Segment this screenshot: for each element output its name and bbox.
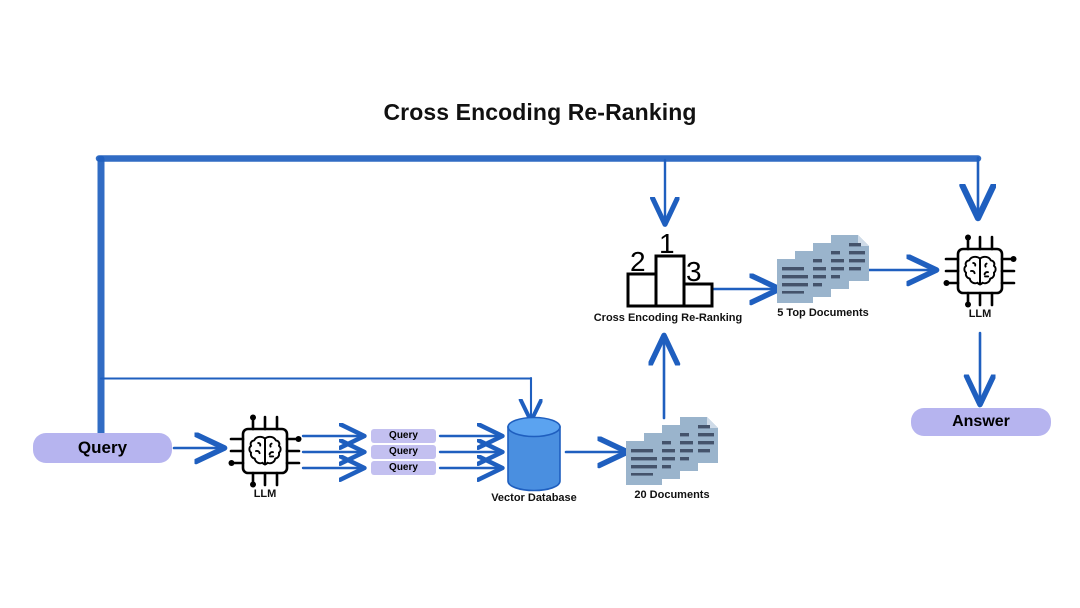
page-title: Cross Encoding Re-Ranking: [383, 99, 697, 125]
feedback-loop-db: [99, 376, 531, 419]
query-tag-label: Query: [389, 430, 418, 441]
rank-label-3: 3: [686, 256, 702, 287]
rank-label-1: 1: [659, 228, 675, 259]
podium-icon: 2 1 3: [626, 228, 714, 308]
query-tag: Query: [371, 445, 436, 459]
llm-right-label: LLM: [968, 308, 992, 320]
llm-left-label: LLM: [253, 488, 277, 500]
document-stack-icon: [626, 417, 718, 485]
documents-retrieved-node[interactable]: 20 Documents: [624, 415, 720, 501]
chip-brain-icon: [943, 234, 1017, 308]
vector-database-node[interactable]: Vector Database: [491, 413, 577, 504]
query-tag-label: Query: [389, 462, 418, 473]
document-stack-icon: [777, 235, 869, 303]
query-tag: Query: [371, 461, 436, 475]
documents-top-label: 5 Top Documents: [777, 307, 869, 319]
rank-label-2: 2: [630, 246, 646, 277]
cylinder-database-icon: [507, 416, 561, 492]
query-tag: Query: [371, 429, 436, 443]
chip-brain-icon: [228, 414, 302, 488]
llm-node-left[interactable]: LLM: [222, 408, 308, 500]
vector-database-label: Vector Database: [491, 492, 577, 504]
answer-label: Answer: [952, 413, 1010, 430]
query-tag-label: Query: [389, 446, 418, 457]
reranker-node[interactable]: 2 1 3 Cross Encoding Re-Ranking: [594, 228, 743, 324]
documents-retrieved-label: 20 Documents: [634, 489, 710, 501]
answer-output-box[interactable]: Answer: [911, 408, 1051, 436]
query-label: Query: [77, 438, 128, 457]
documents-top-node[interactable]: 5 Top Documents: [775, 233, 871, 319]
llm-node-right[interactable]: LLM: [937, 228, 1023, 320]
query-input-box[interactable]: Query: [33, 433, 172, 463]
reranker-label: Cross Encoding Re-Ranking: [593, 312, 743, 324]
